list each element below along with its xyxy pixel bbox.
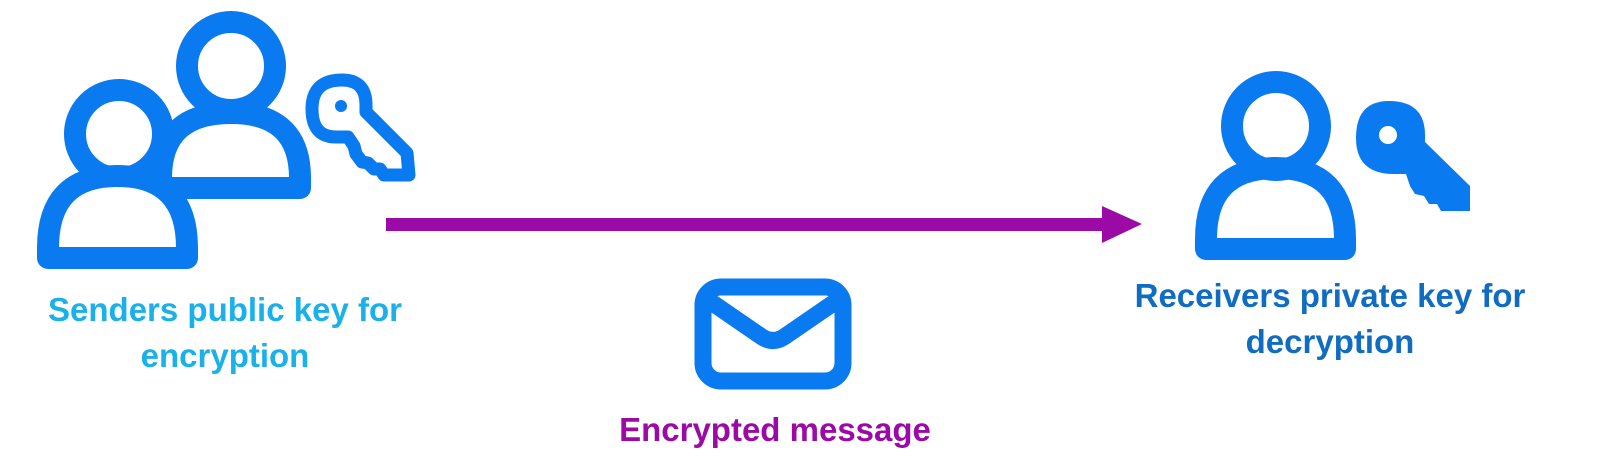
users-icon	[37, 11, 311, 269]
message-caption-text: Encrypted message	[619, 411, 931, 448]
back-user-head	[176, 11, 286, 121]
front-user-body	[37, 165, 198, 269]
receiver-caption-line1: Receivers private key for	[1134, 277, 1526, 314]
sender-caption: Senders public key for encryption	[25, 287, 425, 379]
arrow-right-icon	[386, 206, 1142, 243]
message-caption: Encrypted message	[575, 407, 975, 453]
key-outline-shape	[305, 73, 416, 182]
receiver-caption: Receivers private key for decryption	[1120, 273, 1540, 365]
user-icon	[1195, 71, 1356, 260]
front-user-head	[64, 79, 174, 189]
envelope-icon	[694, 278, 852, 390]
arrow-shaft	[386, 218, 1108, 231]
arrow-head	[1102, 206, 1142, 243]
key-filled-shape	[1356, 101, 1470, 211]
back-user-body	[150, 102, 311, 199]
key-filled-icon	[1356, 101, 1470, 211]
key-filled-hole	[1379, 126, 1397, 144]
envelope-flap	[705, 295, 841, 349]
sender-caption-line2: encryption	[140, 337, 310, 374]
sender-caption-line1: Senders public key for	[48, 291, 402, 328]
key-outline-icon	[305, 73, 416, 182]
receiver-caption-line2: decryption	[1245, 323, 1415, 360]
key-outline-hole	[335, 100, 347, 112]
receiver-body	[1195, 157, 1356, 260]
receiver-head	[1221, 71, 1331, 181]
envelope-body	[694, 278, 852, 390]
